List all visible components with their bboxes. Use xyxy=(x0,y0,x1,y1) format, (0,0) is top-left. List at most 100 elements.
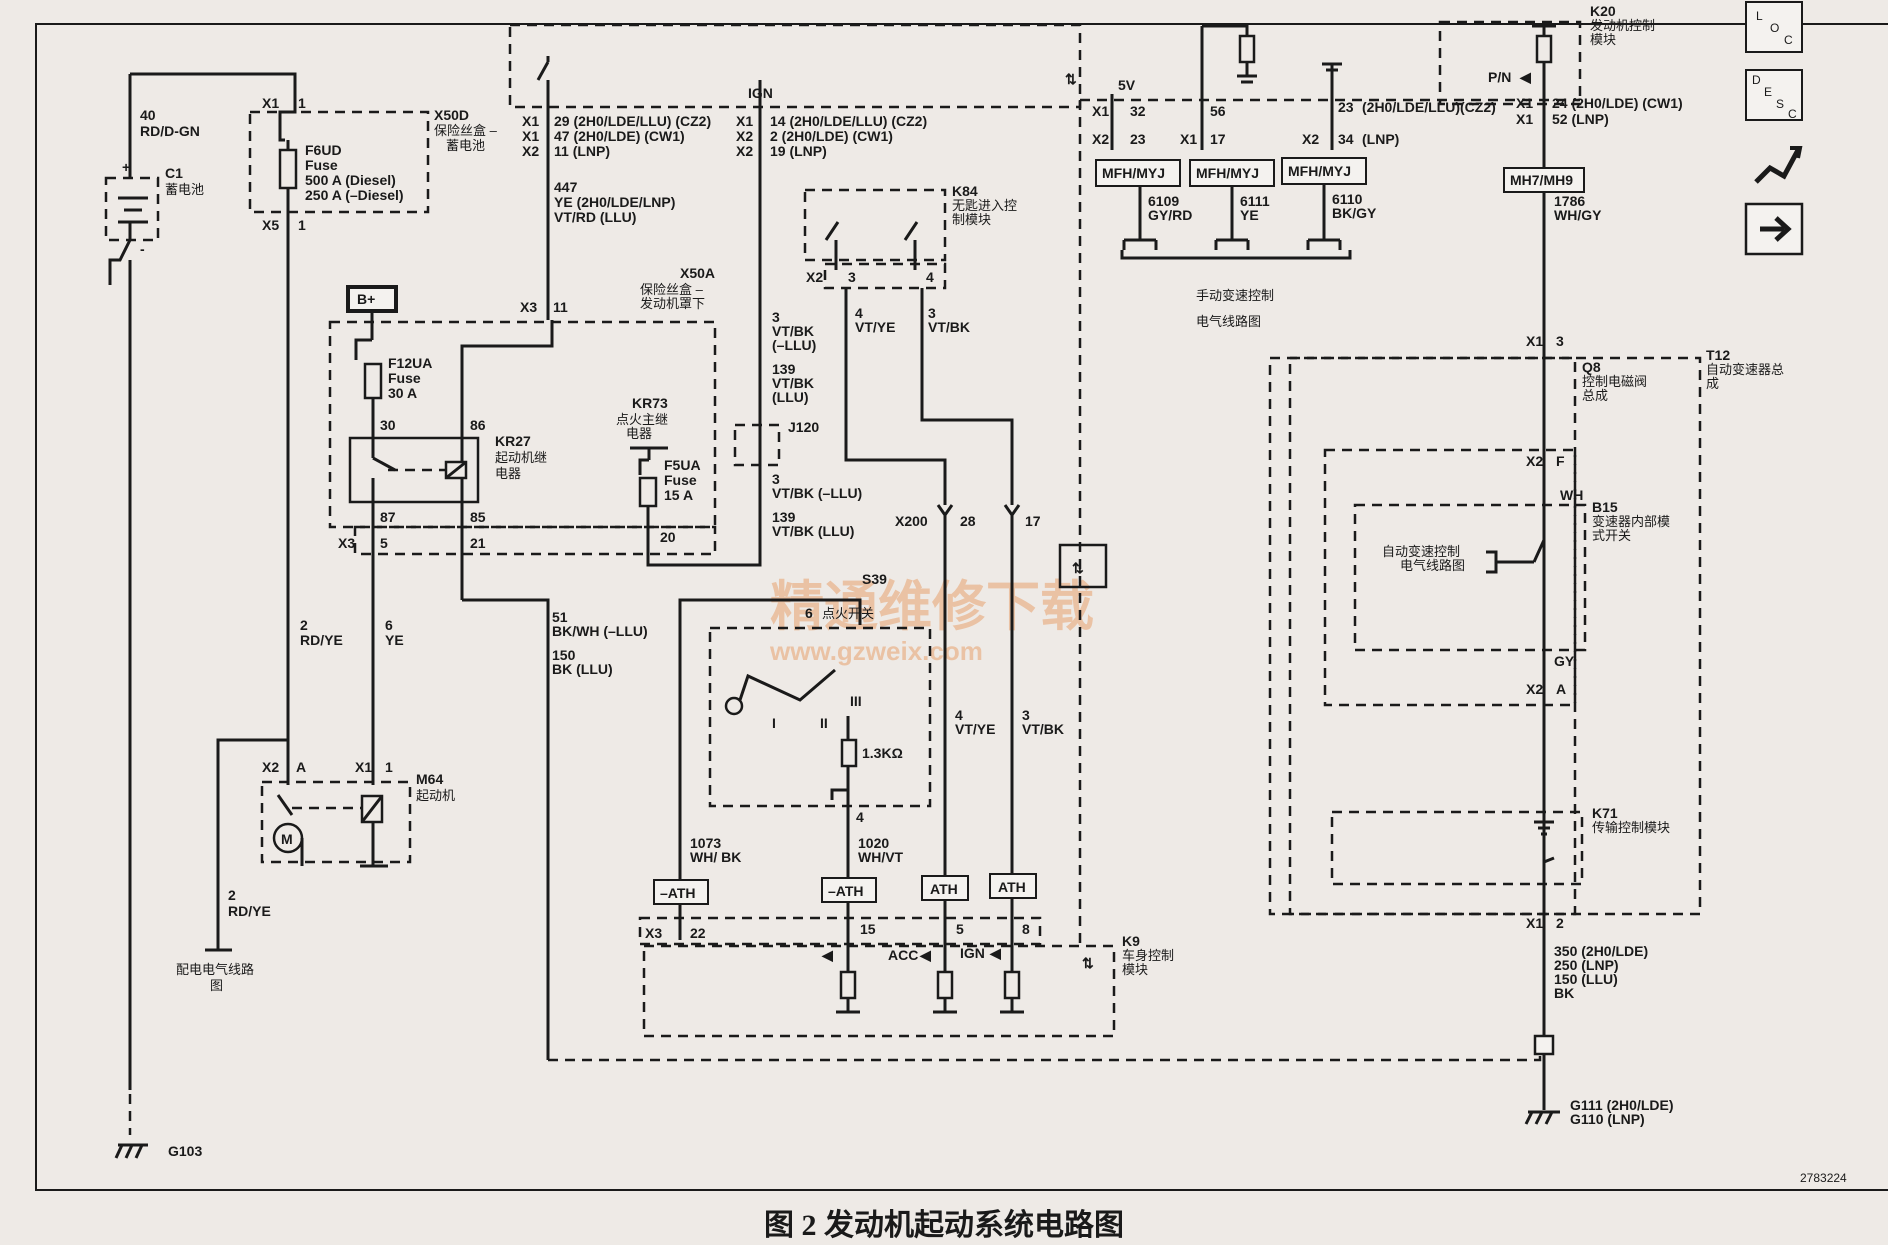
svg-text:15: 15 xyxy=(860,921,876,937)
svg-text:34: 34 xyxy=(1338,131,1354,147)
starter-motor: 2 RD/YE 6 YE X2 A X1 1 M M64 起动机 2 RD/YE… xyxy=(176,617,455,993)
battery-name: 蓄电池 xyxy=(165,182,204,197)
battery-minus: - xyxy=(140,241,145,257)
svg-text:6: 6 xyxy=(805,605,813,621)
svg-text:A: A xyxy=(1556,681,1566,697)
x50d-id: X50D xyxy=(434,107,469,123)
svg-text:Fuse: Fuse xyxy=(305,157,338,173)
svg-text:C: C xyxy=(1784,33,1793,47)
ignition-switch-s39: S39 6 点火开关 I II III 1.3KΩ 4 1073 WH/ BK … xyxy=(678,571,932,890)
svg-text:自动变速控制: 自动变速控制 xyxy=(1382,544,1460,559)
fusebox-x50a: X3 11 X50A 保险丝盒 – 发动机罩下 F12UA Fuse 30 A … xyxy=(328,80,819,720)
desc-icon[interactable]: D E S C xyxy=(1745,69,1803,121)
svg-text:X1: X1 xyxy=(262,95,279,111)
svg-text:蓄电池: 蓄电池 xyxy=(446,138,485,153)
ecm-crank-output: X1 29 (2H0/LDE/LLU) (CZ2) X1 47 (2H0/LDE… xyxy=(508,23,1082,539)
svg-text:保险丝盒 –: 保险丝盒 – xyxy=(640,282,704,297)
svg-text:III: III xyxy=(850,693,862,709)
svg-text:ACC: ACC xyxy=(888,947,918,963)
svg-text:2: 2 xyxy=(1556,915,1564,931)
svg-text:47 (2H0/LDE) (CW1): 47 (2H0/LDE) (CW1) xyxy=(554,128,685,144)
svg-text:86: 86 xyxy=(470,417,486,433)
svg-text:23: 23 xyxy=(1130,131,1146,147)
doc-number: 2783224 xyxy=(1800,1171,1847,1185)
svg-text:VT/RD (LLU): VT/RD (LLU) xyxy=(554,209,636,225)
svg-text:X1: X1 xyxy=(1092,103,1109,119)
svg-text:起动机: 起动机 xyxy=(416,788,455,803)
svg-text:KR73: KR73 xyxy=(632,395,668,411)
svg-text:1073: 1073 xyxy=(690,835,721,851)
svg-text:1: 1 xyxy=(298,217,306,233)
watermark-title: 精通维修下载 xyxy=(770,577,1094,637)
k84-id: K84 xyxy=(952,183,978,199)
ground-g103-label: G103 xyxy=(168,1143,202,1159)
svg-text:A: A xyxy=(296,759,306,775)
starter-id: M64 xyxy=(416,771,443,787)
svg-text:I: I xyxy=(772,715,776,731)
diagram-frame xyxy=(35,23,1888,1191)
svg-text:J120: J120 xyxy=(788,419,819,435)
svg-text:6111: 6111 xyxy=(1240,193,1270,209)
pn-arrow: ◀ xyxy=(1519,69,1531,85)
fusebox-x50d: X1 1 X5 1 F6UD Fuse 500 A (Diesel) 250 A… xyxy=(248,95,498,720)
svg-text:14 (2H0/LDE/LLU) (CZ2): 14 (2H0/LDE/LLU) (CZ2) xyxy=(770,113,927,129)
svg-text:X3: X3 xyxy=(338,535,355,551)
svg-text:WH/VT: WH/VT xyxy=(858,849,904,865)
ign-label: IGN xyxy=(748,85,773,101)
svg-text:X3: X3 xyxy=(520,299,537,315)
svg-text:F: F xyxy=(1556,453,1565,469)
svg-text:VT/BK (LLU): VT/BK (LLU) xyxy=(772,523,854,539)
svg-text:56: 56 xyxy=(1210,103,1226,119)
svg-text:电气线路图: 电气线路图 xyxy=(1196,314,1261,329)
svg-text:30 A: 30 A xyxy=(388,385,417,401)
svg-text:X2: X2 xyxy=(1092,131,1109,147)
svg-text:总成: 总成 xyxy=(1582,388,1608,403)
svg-text:式开关: 式开关 xyxy=(1592,528,1631,543)
svg-text:X2: X2 xyxy=(1526,453,1543,469)
svg-text:WH/ BK: WH/ BK xyxy=(690,849,741,865)
svg-text:VT/BK (–LLU): VT/BK (–LLU) xyxy=(772,485,862,501)
svg-text:4: 4 xyxy=(855,305,863,321)
bplus-terminal: B+ xyxy=(346,285,398,313)
svg-text:3: 3 xyxy=(772,309,780,325)
route-icon[interactable] xyxy=(1746,136,1803,190)
battery-plus: + xyxy=(122,159,130,175)
svg-text:BK/WH (–LLU): BK/WH (–LLU) xyxy=(552,623,648,639)
svg-text:(LLU): (LLU) xyxy=(772,389,809,405)
svg-text:VT/BK: VT/BK xyxy=(928,319,970,335)
svg-text:变速器内部模: 变速器内部模 xyxy=(1592,514,1670,529)
svg-text:YE: YE xyxy=(1240,207,1259,223)
svg-text:制模块: 制模块 xyxy=(952,212,991,227)
svg-text:电器: 电器 xyxy=(626,426,652,441)
svg-text:3: 3 xyxy=(772,471,780,487)
kr27-id: KR27 xyxy=(495,433,531,449)
svg-text:150: 150 xyxy=(552,647,576,663)
svg-text:D: D xyxy=(1752,73,1761,87)
svg-text:21: 21 xyxy=(470,535,486,551)
svg-text:20: 20 xyxy=(660,529,676,545)
svg-text:手动变速控制: 手动变速控制 xyxy=(1196,288,1274,303)
mfh-1: MFH/MYJ xyxy=(1102,165,1165,181)
svg-text:B+: B+ xyxy=(357,291,375,307)
svg-text:1020: 1020 xyxy=(858,835,889,851)
svg-text:X5: X5 xyxy=(262,217,279,233)
svg-text:II: II xyxy=(820,715,828,731)
svg-text:X1: X1 xyxy=(522,113,539,129)
svg-text:150 (LLU): 150 (LLU) xyxy=(1554,971,1618,987)
battery-id: C1 xyxy=(165,165,183,181)
svg-text:Fuse: Fuse xyxy=(388,370,421,386)
loc-icon[interactable]: L O C xyxy=(1745,1,1803,53)
svg-text:GY/RD: GY/RD xyxy=(1148,207,1192,223)
ath-4: ATH xyxy=(998,879,1026,895)
next-arrow-icon[interactable] xyxy=(1744,202,1804,256)
svg-text:6: 6 xyxy=(385,617,393,633)
svg-text:29 (2H0/LDE/LLU) (CZ2): 29 (2H0/LDE/LLU) (CZ2) xyxy=(554,113,711,129)
svg-text:WH: WH xyxy=(1560,487,1583,503)
svg-text:发动机罩下: 发动机罩下 xyxy=(640,296,705,311)
svg-text:139: 139 xyxy=(772,509,796,525)
engine-control-module-k20: P/N ◀ K20 发动机控制 模块 X1 24 (2H0/LDE) (CW1)… xyxy=(1438,3,1683,1036)
svg-text:250 (LNP): 250 (LNP) xyxy=(1554,957,1619,973)
svg-text:17: 17 xyxy=(1210,131,1226,147)
svg-text:YE (2H0/LDE/LNP): YE (2H0/LDE/LNP) xyxy=(554,194,675,210)
svg-text:YE: YE xyxy=(385,632,404,648)
